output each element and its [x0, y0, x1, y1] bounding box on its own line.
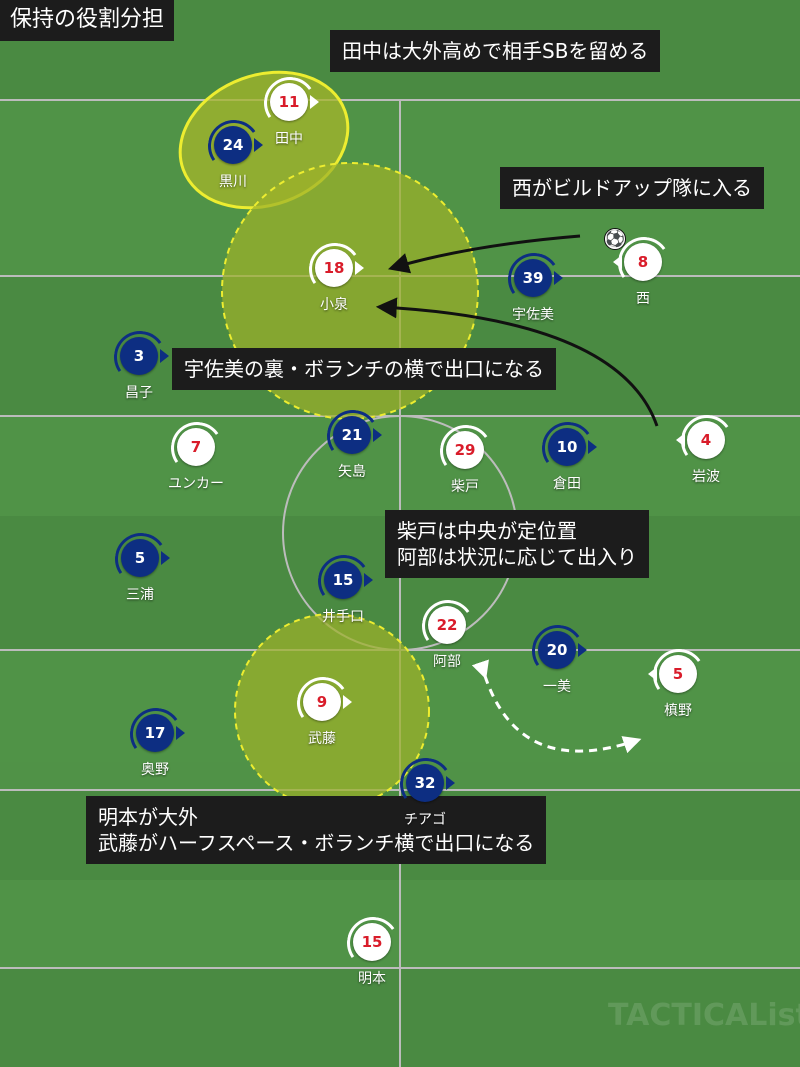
pass-arrow-nishi [387, 234, 581, 274]
direction-icon [676, 433, 685, 447]
player-name: 田中 [275, 131, 303, 147]
player-name: 西 [636, 291, 650, 307]
annotation-shibato-line1: 柴戸は中央が定位置 [397, 519, 577, 543]
diagram-title: 保持の役割分担 [0, 0, 175, 41]
ball-icon: ⚽ [604, 228, 626, 250]
player-number: 15 [324, 561, 362, 599]
direction-icon [160, 349, 169, 363]
direction-icon [554, 271, 563, 285]
direction-icon [446, 776, 455, 790]
player-number: 39 [514, 259, 552, 297]
pass-arrow-iwanami [375, 297, 659, 427]
player-name: 三浦 [126, 587, 154, 603]
player-name: 倉田 [553, 476, 581, 492]
direction-icon [578, 643, 587, 657]
annotation-nishi: 西がビルドアップ隊に入る [500, 167, 764, 209]
player-number: 3 [120, 337, 158, 375]
player-number: 11 [270, 83, 308, 121]
direction-icon [343, 695, 352, 709]
player-number: 32 [406, 764, 444, 802]
player-number: 5 [659, 655, 697, 693]
player-name: 井手口 [322, 609, 364, 625]
player-name: 矢島 [338, 464, 366, 480]
annotation-koizumi: 宇佐美の裏・ボランチの横で出口になる [172, 348, 556, 390]
movement-arrow-abe [471, 659, 642, 754]
player-name: 槙野 [664, 703, 692, 719]
annotation-shibato: 柴戸は中央が定位置 阿部は状況に応じて出入り [385, 510, 649, 578]
annotation-mutou: 明本が大外 武藤がハーフスペース・ボランチ横で出口になる [86, 796, 547, 864]
player-name: 黒川 [219, 174, 247, 190]
player-name: ユンカー [168, 476, 224, 492]
annotation-tanaka: 田中は大外高めで相手SBを留める [330, 30, 661, 72]
player-name: 柴戸 [451, 479, 479, 495]
player-name: 武藤 [308, 731, 336, 747]
player-number: 22 [428, 606, 466, 644]
direction-icon [254, 138, 263, 152]
direction-icon [161, 551, 170, 565]
player-number: 24 [214, 126, 252, 164]
direction-icon [613, 255, 622, 269]
direction-icon [364, 573, 373, 587]
player-name: 昌子 [125, 385, 153, 401]
player-number: 7 [177, 428, 215, 466]
player-number: 18 [315, 249, 353, 287]
player-name: 阿部 [433, 654, 461, 670]
player-number: 4 [687, 421, 725, 459]
player-number: 17 [136, 714, 174, 752]
player-name: 小泉 [320, 297, 348, 313]
player-name: 宇佐美 [512, 307, 554, 323]
player-number: 5 [121, 539, 159, 577]
direction-icon [176, 726, 185, 740]
annotation-mutou-line1: 明本が大外 [98, 805, 198, 829]
player-number: 9 [303, 683, 341, 721]
annotation-mutou-line2: 武藤がハーフスペース・ボランチ横で出口になる [98, 831, 535, 855]
player-number: 29 [446, 431, 484, 469]
player-number: 20 [538, 631, 576, 669]
watermark: TACTICALista [608, 998, 800, 1033]
player-name: チアゴ [404, 812, 446, 828]
player-name: 明本 [358, 971, 386, 987]
player-number: 10 [548, 428, 586, 466]
player-name: 奥野 [141, 762, 169, 778]
direction-icon [355, 261, 364, 275]
player-number: 15 [353, 923, 391, 961]
direction-icon [373, 428, 382, 442]
annotation-shibato-line2: 阿部は状況に応じて出入り [397, 545, 637, 569]
player-name: 一美 [543, 679, 571, 695]
direction-icon [648, 667, 657, 681]
player-number: 21 [333, 416, 371, 454]
player-number: 8 [624, 243, 662, 281]
direction-icon [588, 440, 597, 454]
player-name: 岩波 [692, 469, 720, 485]
direction-icon [310, 95, 319, 109]
